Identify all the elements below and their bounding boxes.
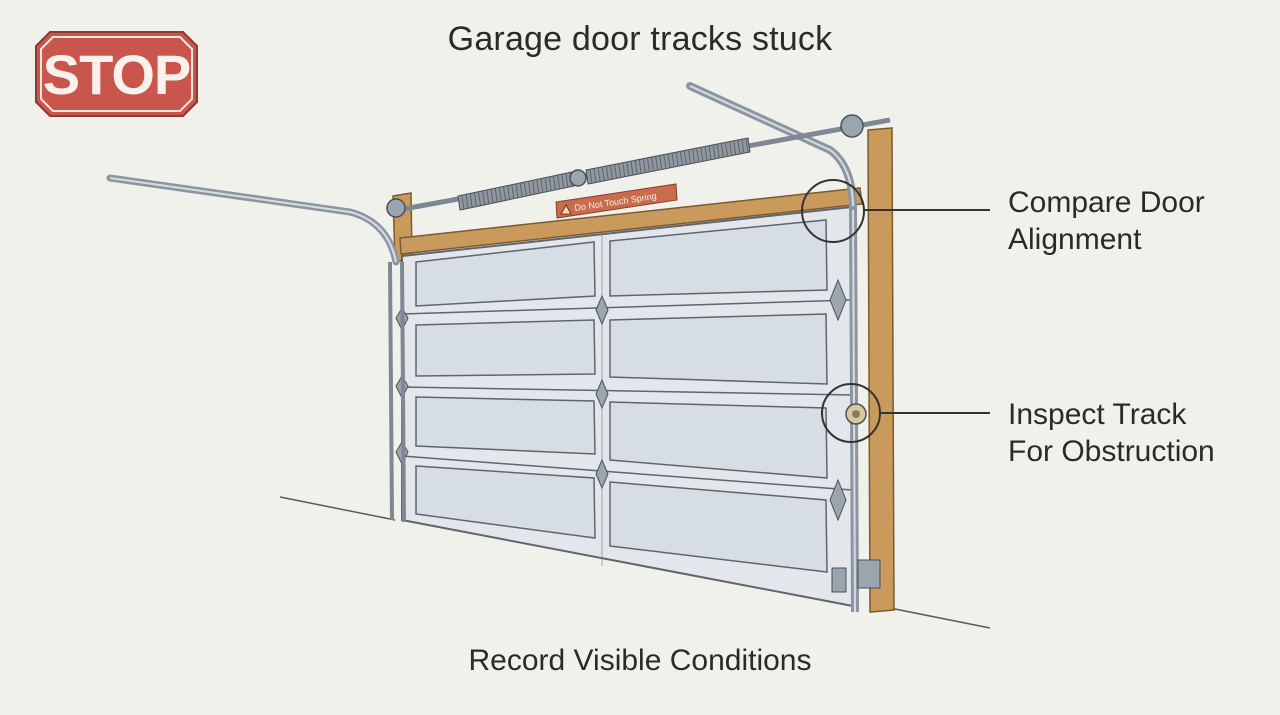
panel-r3-right [609,401,828,479]
callout-alignment-line2: Alignment [1008,223,1142,256]
bottom-bracket [857,559,881,589]
door-seam-2 [401,386,853,396]
panel-r1-left [415,241,596,307]
door-seam-1 [401,299,853,315]
door-seam-3 [401,455,853,491]
center-hinges [595,294,609,490]
spring-coils [461,137,749,211]
panel-r4-right [609,481,828,573]
callout-alignment: Compare Door Alignment [1008,184,1205,258]
page-title: Garage door tracks stuck [447,20,833,58]
left-horizontal-track [106,174,400,266]
left-drum [386,198,406,218]
panel-r4-left [415,465,596,539]
wood-header [399,187,863,255]
panel-r1-right [609,219,828,297]
right-hinges [829,278,847,522]
left-track [388,261,406,523]
right-drum [840,114,864,138]
panel-r2-right [609,313,828,385]
wood-jamb-right [867,127,895,613]
stop-sign-icon [35,31,198,117]
warning-triangle-icon [560,204,572,215]
callout-obstruction-line1: Inspect Track [1008,398,1187,431]
callout-alignment-line1: Compare Door [1008,186,1205,219]
callout-obstruction-line2: For Obstruction [1008,435,1215,468]
warning-sticker [555,183,678,219]
bottom-corner-bracket [831,567,847,593]
stop-sign-label: STOP [42,42,191,106]
footer-caption: Record Visible Conditions [468,644,812,677]
callout-obstruction: Inspect Track For Obstruction [1008,396,1215,470]
floor-line-left [279,496,396,521]
torsion-springs [457,137,751,211]
panel-r2-left [415,319,596,377]
panel-r3-left [415,396,596,455]
floor-line-right [879,605,991,629]
spring-center-bracket [569,169,587,187]
